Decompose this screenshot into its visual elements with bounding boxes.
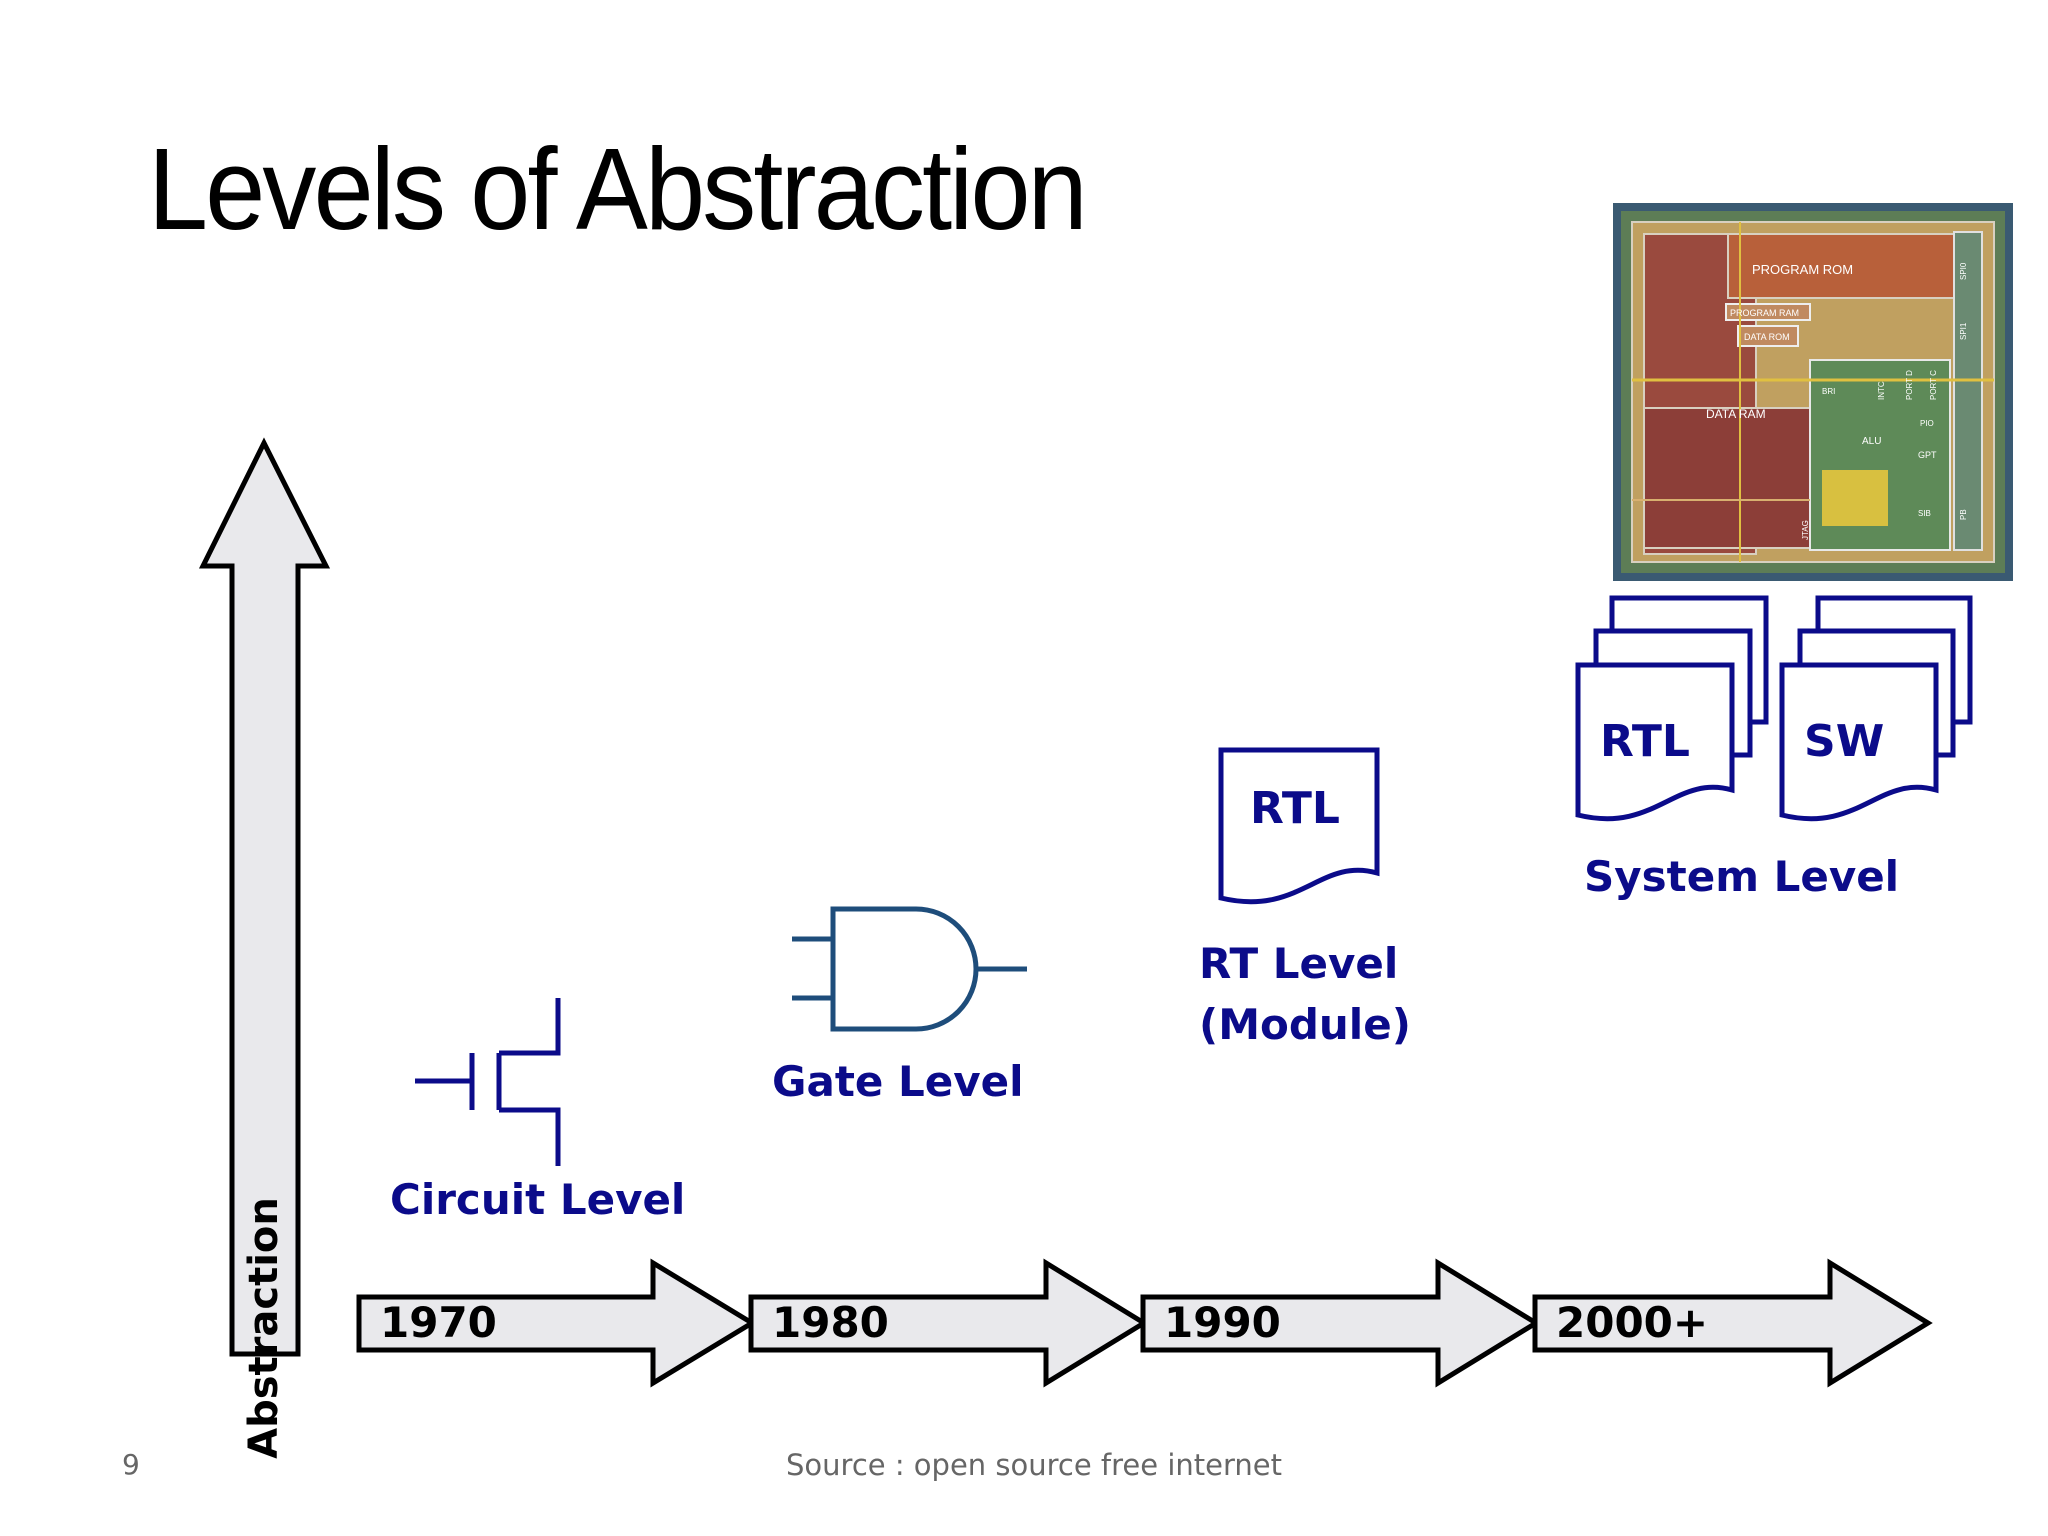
chip-block-label: SPI1 xyxy=(1959,322,1968,340)
chip-block-label: SPI0 xyxy=(1959,262,1968,280)
rtl-document-icon xyxy=(1218,747,1380,905)
chip-block-label: ALU xyxy=(1862,436,1881,447)
chip-block-label: INTC xyxy=(1877,381,1886,400)
timeline-arrow-1970 xyxy=(356,1258,757,1388)
chip-block-label: SIB xyxy=(1918,509,1931,518)
system-level-label: System Level xyxy=(1584,852,1900,901)
gate-level-label: Gate Level xyxy=(772,1057,1024,1106)
year-label-1970: 1970 xyxy=(380,1298,497,1347)
chip-block-label: DATA RAM xyxy=(1706,407,1766,421)
rt-level-sublabel: (Module) xyxy=(1199,1000,1411,1049)
transistor-icon xyxy=(415,998,561,1166)
abstraction-axis-arrow xyxy=(198,437,331,1357)
chip-block-label: JTAG xyxy=(1801,520,1810,540)
chip-block-label: PIO xyxy=(1920,419,1934,428)
source-note: Source : open source free internet xyxy=(786,1448,1282,1482)
abstraction-axis-label: Abstraction xyxy=(241,1197,287,1459)
chip-block-label: PROGRAM RAM xyxy=(1730,308,1799,318)
chip-block-label: PORT D xyxy=(1905,370,1914,400)
chip-block-label: GPT xyxy=(1918,450,1937,460)
timeline-arrow-1980 xyxy=(748,1258,1149,1388)
chip-block-label: DATA ROM xyxy=(1744,332,1790,342)
circuit-level-label: Circuit Level xyxy=(390,1175,686,1224)
timeline-arrow-2000 xyxy=(1532,1258,1933,1388)
page-title: Levels of Abstraction xyxy=(148,124,1088,254)
year-label-1980: 1980 xyxy=(772,1298,889,1347)
timeline-arrow-1990 xyxy=(1140,1258,1541,1388)
chip-block-label: PB xyxy=(1959,509,1968,520)
year-label-2000: 2000+ xyxy=(1556,1298,1709,1347)
chip-block-label: PROGRAM ROM xyxy=(1752,262,1853,277)
and-gate-icon xyxy=(792,906,1027,1032)
chip-block-label: PORT C xyxy=(1929,370,1938,400)
system-sw-document-stack-icon xyxy=(1779,595,1973,822)
year-label-1990: 1990 xyxy=(1164,1298,1281,1347)
system-sw-document-label: SW xyxy=(1804,716,1885,767)
system-rtl-document-stack-icon xyxy=(1575,595,1769,822)
chip-block-label: BRI xyxy=(1822,387,1835,396)
rt-level-label: RT Level xyxy=(1199,939,1399,988)
page-number: 9 xyxy=(122,1448,140,1481)
chip-die-block-labels: PROGRAM ROM PROGRAM RAM DATA ROM DATA RA… xyxy=(1706,262,1968,540)
system-rtl-document-label: RTL xyxy=(1600,716,1690,767)
rtl-document-label: RTL xyxy=(1250,783,1340,834)
chip-die-image xyxy=(1613,203,2013,581)
